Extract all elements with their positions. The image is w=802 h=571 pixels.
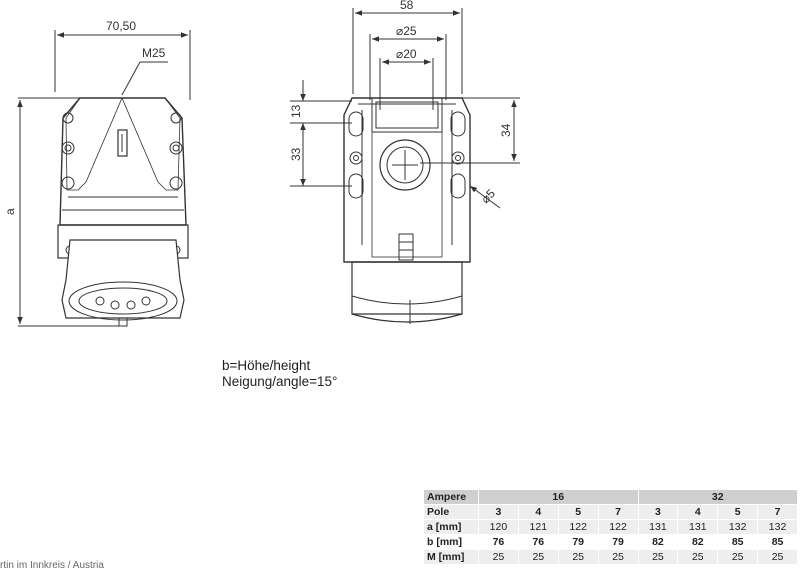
b-cell: 82 [677, 534, 719, 550]
dim-dia-5: ⌀5 [478, 186, 498, 206]
pole-cell: 7 [757, 504, 798, 520]
pole-cell: 3 [478, 504, 519, 520]
dim-a: a [3, 208, 17, 215]
a-cell: 132 [717, 519, 759, 535]
b-cell: 82 [638, 534, 679, 550]
m-cell: 25 [478, 549, 519, 565]
b-cell: 85 [717, 534, 759, 550]
m-cell: 25 [638, 549, 679, 565]
side-view [17, 30, 191, 327]
row-m: M [mm] 25 25 25 25 25 25 25 25 [424, 549, 798, 565]
b-cell: 85 [757, 534, 798, 550]
dim-m25: M25 [142, 46, 166, 60]
row-ampere: Ampere 16 32 [424, 490, 798, 505]
ampere-16: 16 [478, 490, 639, 505]
a-cell: 120 [478, 519, 519, 535]
a-cell: 121 [518, 519, 559, 535]
drawing-notes: b=Höhe/height Neigung/angle=15° [222, 358, 337, 390]
m-cell: 25 [558, 549, 599, 565]
label-pole: Pole [424, 504, 479, 520]
pole-cell: 5 [717, 504, 759, 520]
m-cell: 25 [518, 549, 559, 565]
ampere-32: 32 [638, 490, 798, 505]
a-cell: 131 [677, 519, 719, 535]
label-m: M [mm] [424, 549, 479, 565]
row-pole: Pole 3 4 5 7 3 4 5 7 [424, 504, 798, 520]
m-cell: 25 [677, 549, 719, 565]
pole-cell: 3 [638, 504, 679, 520]
m-cell: 25 [757, 549, 798, 565]
label-ampere: Ampere [424, 490, 479, 505]
b-cell: 76 [478, 534, 519, 550]
pole-cell: 4 [518, 504, 559, 520]
spec-table: Ampere 16 32 Pole 3 4 5 7 3 4 5 7 a [mm]… [424, 490, 798, 565]
a-cell: 122 [598, 519, 639, 535]
front-view [290, 8, 520, 324]
pole-cell: 5 [558, 504, 599, 520]
label-b: b [mm] [424, 534, 479, 550]
a-cell: 132 [757, 519, 798, 535]
footer-address: rtin im Innkreis / Austria [0, 560, 104, 571]
dim-58: 58 [400, 0, 414, 12]
a-cell: 131 [638, 519, 679, 535]
label-a: a [mm] [424, 519, 479, 535]
pole-cell: 4 [677, 504, 719, 520]
b-cell: 79 [598, 534, 639, 550]
dim-34: 34 [499, 123, 513, 137]
dim-13: 13 [289, 104, 303, 118]
row-b: b [mm] 76 76 79 79 82 82 85 85 [424, 534, 798, 550]
dim-dia-25: ⌀25 [396, 24, 417, 38]
dim-33: 33 [289, 147, 303, 161]
a-cell: 122 [558, 519, 599, 535]
b-cell: 76 [518, 534, 559, 550]
note-height: b=Höhe/height [222, 358, 311, 373]
m-cell: 25 [598, 549, 639, 565]
pole-cell: 7 [598, 504, 639, 520]
b-cell: 79 [558, 534, 599, 550]
row-a: a [mm] 120 121 122 122 131 131 132 132 [424, 519, 798, 535]
dim-dia-20: ⌀20 [396, 47, 417, 61]
note-angle: Neigung/angle=15° [222, 374, 338, 389]
dim-70-50: 70,50 [106, 19, 136, 33]
m-cell: 25 [717, 549, 759, 565]
